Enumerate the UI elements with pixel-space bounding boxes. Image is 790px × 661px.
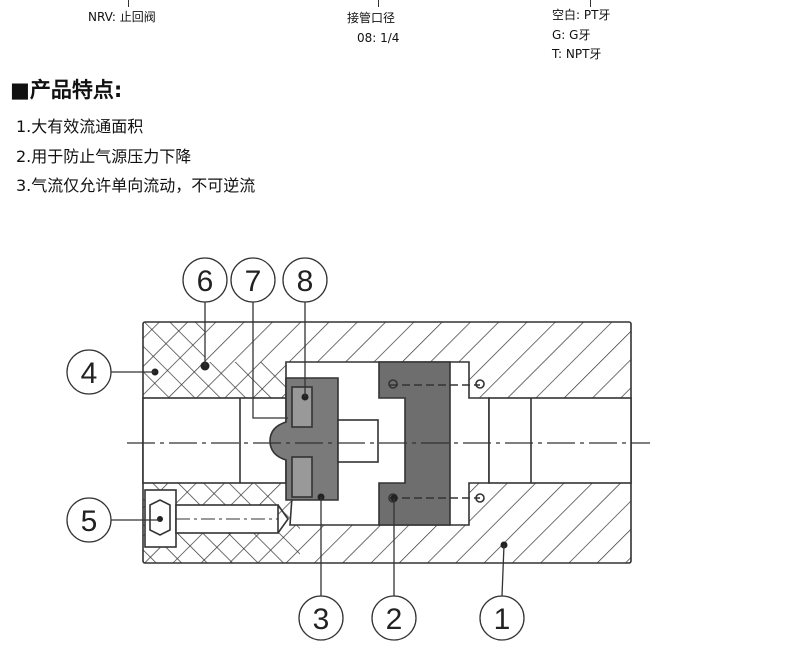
part-label-7 — [230, 257, 276, 303]
thread-option: 空白: PT牙 — [552, 8, 611, 22]
port-size-title: 接管口径 — [347, 11, 396, 25]
type-code: NRV: 止回阀 — [88, 10, 156, 24]
inlet-bore — [142, 397, 294, 484]
thread-option: G: G牙 — [552, 28, 591, 42]
part-label-3 — [298, 595, 344, 641]
part-label-4 — [66, 349, 112, 395]
part-number-5: 5 — [81, 505, 98, 538]
features-heading: ■产品特点: — [10, 78, 123, 102]
part-number-1: 1 — [494, 603, 511, 636]
part-number-7: 7 — [245, 265, 262, 298]
part-number-3: 3 — [313, 603, 330, 636]
part-label-6 — [182, 257, 228, 303]
feature-item: 1.大有效流通面积 — [16, 117, 144, 136]
part-number-4: 4 — [81, 357, 98, 390]
part-number-6: 6 — [197, 265, 214, 298]
part-label-2 — [371, 595, 417, 641]
part-number-8: 8 — [297, 265, 314, 298]
part-number-2: 2 — [386, 603, 403, 636]
outlet-bore — [488, 397, 632, 484]
tick-mark — [128, 0, 129, 7]
thread-option: T: NPT牙 — [552, 47, 602, 61]
tick-mark — [378, 0, 379, 7]
part-label-8 — [282, 257, 328, 303]
tick-mark — [590, 0, 591, 7]
feature-item: 3.气流仅允许单向流动，不可逆流 — [16, 176, 256, 195]
feature-item: 2.用于防止气源压力下降 — [16, 147, 192, 166]
part-label-1 — [479, 595, 525, 641]
part-label-5 — [66, 497, 112, 543]
port-size-value: 08: 1/4 — [357, 31, 400, 45]
